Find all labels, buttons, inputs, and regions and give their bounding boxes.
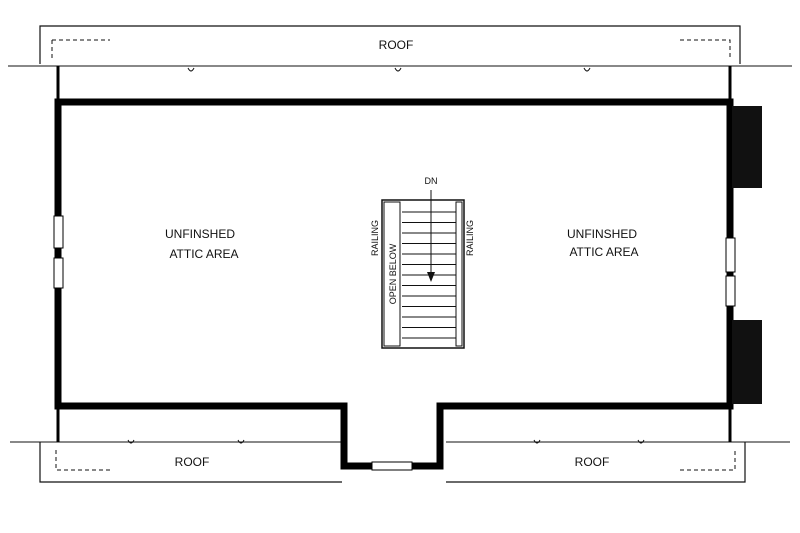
railing-right-label: RAILING — [465, 220, 475, 256]
top-roof — [8, 25, 792, 72]
left-room-label-line1: UNFINSHED — [165, 227, 235, 241]
bottom-roofs — [10, 439, 790, 483]
exterior-walls — [53, 66, 736, 471]
right-room-label-line2: ATTIC AREA — [569, 245, 638, 259]
roof-top-label: ROOF — [379, 38, 414, 52]
chimney-blocks — [732, 106, 762, 404]
roof-bottom-right-label: ROOF — [575, 455, 610, 469]
staircase — [381, 190, 465, 349]
right-room-label-line1: UNFINSHED — [567, 227, 637, 241]
railing-left-label: RAILING — [370, 220, 380, 256]
open-below-label: OPEN BELOW — [388, 243, 398, 304]
stair-dn-label: DN — [425, 176, 438, 186]
left-room-label-line2: ATTIC AREA — [169, 247, 238, 261]
roof-bottom-left-label: ROOF — [175, 455, 210, 469]
